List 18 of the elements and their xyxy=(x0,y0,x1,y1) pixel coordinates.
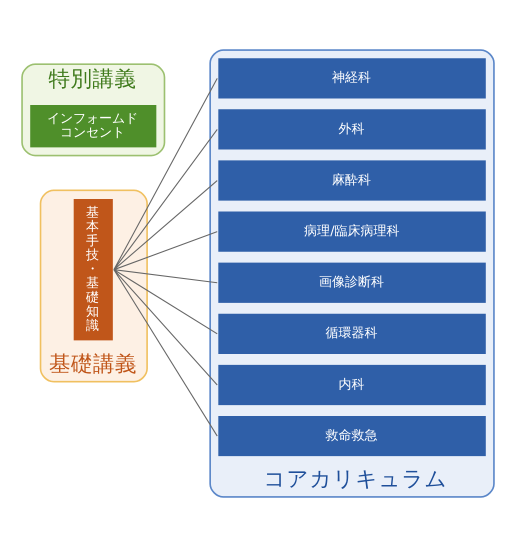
connector xyxy=(113,268,218,385)
connector xyxy=(112,268,218,436)
connector xyxy=(112,78,218,270)
node-box: 麻酔科 xyxy=(218,160,486,200)
node-box: 病理/臨床病理科 xyxy=(218,211,486,252)
connector xyxy=(113,180,218,270)
node-box: 循環器科 xyxy=(218,313,486,354)
node-box: 画像診断科 xyxy=(218,262,486,302)
connector xyxy=(113,128,218,270)
node-box: インフォームドコンセント xyxy=(30,104,156,147)
connector xyxy=(113,230,217,270)
node-box: 基本手技・基礎知識 xyxy=(73,198,112,340)
connector xyxy=(113,268,217,283)
node-box: 内科 xyxy=(218,364,486,405)
node-box: 外科 xyxy=(218,108,486,150)
node-box: 神経科 xyxy=(218,58,486,98)
node-box: 救命救急 xyxy=(218,415,486,456)
connector xyxy=(113,268,218,334)
